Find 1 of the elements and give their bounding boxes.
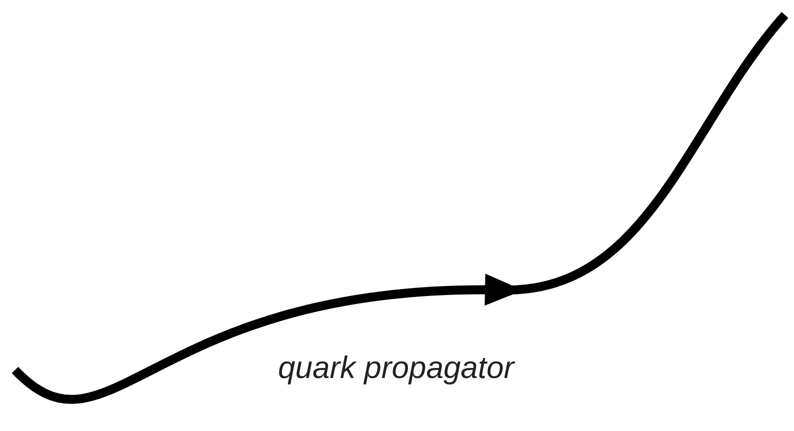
- line-caption: quark propagator: [278, 350, 514, 386]
